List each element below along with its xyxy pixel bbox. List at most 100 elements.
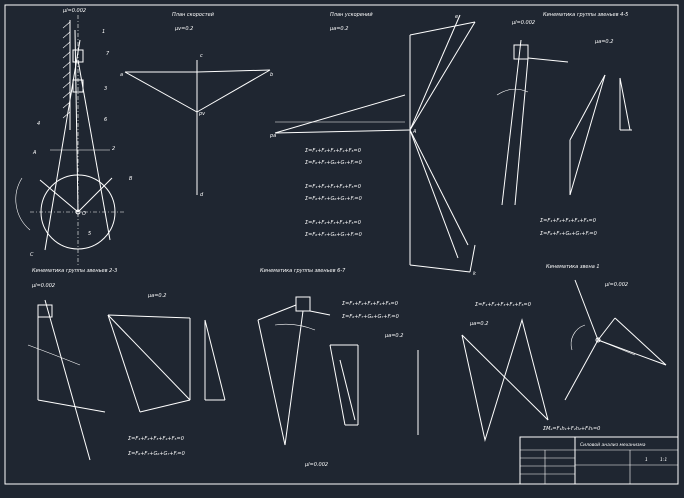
sheet-frame — [4, 4, 679, 485]
eq-5: Σ=F₁+F₂+F₃+F₄+F₅=0 — [305, 220, 361, 226]
group-45: Кинематика группы звеньев 4-5 μl=0.002 μ… — [496, 12, 632, 237]
accel-vec-6 — [409, 129, 469, 246]
group-67-arc — [274, 323, 316, 331]
title-block-sheet: 1 — [645, 457, 648, 463]
speed-d: d — [200, 192, 204, 198]
accel-vec-8 — [409, 264, 471, 273]
speed-pv: pv — [198, 111, 206, 117]
title-block-scale: 1:1 — [660, 457, 667, 463]
force-poly-4 — [619, 77, 631, 131]
link-1-rod-4 — [614, 317, 667, 366]
eq-2: Σ=F₆+F₇+G₆+G₇+Fᵢ=0 — [305, 160, 362, 166]
rod-1 — [74, 29, 79, 213]
group-67-rod-2 — [284, 310, 304, 446]
rod-4 — [39, 179, 79, 213]
arc-omega — [15, 177, 31, 231]
force-67-5 — [339, 359, 356, 421]
force-scale-45: μa=0.2 — [594, 39, 613, 45]
label-C: C — [30, 252, 34, 258]
link-1-rod-3 — [597, 317, 616, 341]
link-1-rod — [574, 279, 599, 341]
speed-plan-scale: μv=0.2 — [174, 26, 193, 32]
group-67-link-2 — [309, 310, 331, 316]
title-block-title: Силовой анализ механизма — [580, 442, 646, 448]
mechanism-scheme: 1 7 3 6 4 2 5 A B C O μl=0.002 — [15, 8, 133, 265]
label-O: O — [82, 211, 86, 217]
title-block-frame — [519, 436, 679, 485]
link-1-title: Кинематика звена 1 — [546, 264, 600, 270]
rod-5 — [77, 177, 113, 213]
speed-b: b — [270, 72, 273, 78]
group-67-title: Кинематика группы звеньев 6-7 — [260, 268, 346, 274]
group-23-title: Кинематика группы звеньев 2-3 — [32, 268, 117, 274]
force-23-4 — [107, 314, 141, 413]
zigzag-polyline — [461, 318, 549, 442]
accel-vec-7 — [409, 129, 459, 259]
eq-45-1: Σ=F₁+F₂+F₃+F₄+F₅=0 — [540, 218, 596, 224]
vec-2 — [196, 69, 271, 113]
group-67-rod — [257, 319, 286, 446]
accel-vec-4 — [274, 129, 411, 134]
accel-plan-scale: μa=0.2 — [329, 26, 348, 32]
eq-link1: ΣMₐ=F₁h₁+F₂h₂+Fᵢhᵢ=0 — [543, 426, 600, 432]
force-23-6 — [204, 319, 226, 401]
vec-4 — [196, 69, 271, 73]
force-67-2 — [329, 344, 346, 426]
accel-plan: План ускорений μa=0.2 pa A e k Σ=F₁+F₂+F… — [269, 12, 477, 277]
title-block: Силовой анализ механизма 1 1:1 — [519, 436, 679, 485]
accel-vec-3 — [409, 14, 461, 131]
accel-vec-5 — [274, 94, 406, 134]
link-1-rod-5 — [564, 339, 599, 401]
accel-vec-2 — [409, 21, 476, 36]
link-1-joint — [595, 337, 601, 343]
group-45-slider — [513, 44, 529, 60]
link-1-arc — [570, 324, 586, 351]
label-6: 6 — [104, 117, 107, 123]
accel-pa: pa — [269, 133, 276, 139]
group-67-slider — [295, 296, 311, 312]
group-23: Кинематика группы звеньев 2-3 μl=0.002 μ… — [27, 268, 226, 461]
speed-plan: План скоростей μv=0.2 a b pv c d — [120, 12, 273, 198]
label-5: 5 — [88, 231, 91, 237]
group-67: Кинематика группы звеньев 6-7 μl=0.002 Σ… — [257, 268, 419, 468]
label-4: 4 — [37, 121, 40, 127]
link-1: Кинематика звена 1 μl=0.002 ΣMₐ=F₁h₁+F₂h… — [543, 264, 667, 432]
eq-3: Σ=F₁+F₂+F₃+F₄+F₅=0 — [305, 184, 361, 190]
label-2: 2 — [112, 146, 115, 152]
accel-e: e — [455, 14, 458, 20]
force-23-2 — [107, 314, 191, 401]
label-3: 3 — [104, 86, 107, 92]
accel-vec-9 — [469, 244, 476, 273]
group-45-scale: μl=0.002 — [511, 20, 535, 26]
group-23-slider — [37, 304, 53, 318]
force-scale-67: μa=0.2 — [384, 333, 403, 339]
force-23-5 — [139, 399, 191, 413]
force-poly-2 — [569, 74, 606, 196]
link-1-rod-2 — [597, 339, 667, 366]
speed-plan-title: План скоростей — [172, 12, 215, 18]
accel-k: k — [473, 271, 477, 277]
label-1: 1 — [102, 29, 105, 35]
group-45-arc — [496, 88, 529, 96]
group-23-arc — [27, 344, 81, 366]
link-1-scale: μl=0.002 — [604, 282, 628, 288]
zigzag-scale: μa=0.2 — [469, 321, 488, 327]
label-7: 7 — [106, 51, 110, 57]
group-23-link-2 — [37, 399, 106, 413]
eq-23-1: Σ=F₁+F₂+F₃+F₄+F₅=0 — [128, 436, 184, 442]
eq-1: Σ=F₁+F₂+F₃+F₄+F₅=0 — [305, 148, 361, 154]
zigzag-close — [461, 334, 549, 421]
vec-1 — [124, 71, 198, 113]
zigzag-plan: μa=0.2 Σ=F₁+F₂+F₃+F₄+F₅=0 — [461, 302, 549, 442]
accel-plan-title: План ускорений — [330, 12, 373, 18]
eq-4: Σ=F₆+F₇+G₆+G₇+Fᵢ=0 — [305, 196, 362, 202]
rod-2 — [44, 39, 81, 251]
eq-23-2: Σ=F₆+F₇+G₆+G₇+Fᵢ=0 — [128, 451, 185, 457]
zigzag-eq: Σ=F₁+F₂+F₃+F₄+F₅=0 — [475, 302, 531, 308]
force-23-1 — [107, 314, 191, 319]
group-23-scale: μl=0.002 — [31, 283, 55, 289]
label-A: A — [32, 150, 37, 156]
force-poly-3 — [569, 74, 606, 141]
